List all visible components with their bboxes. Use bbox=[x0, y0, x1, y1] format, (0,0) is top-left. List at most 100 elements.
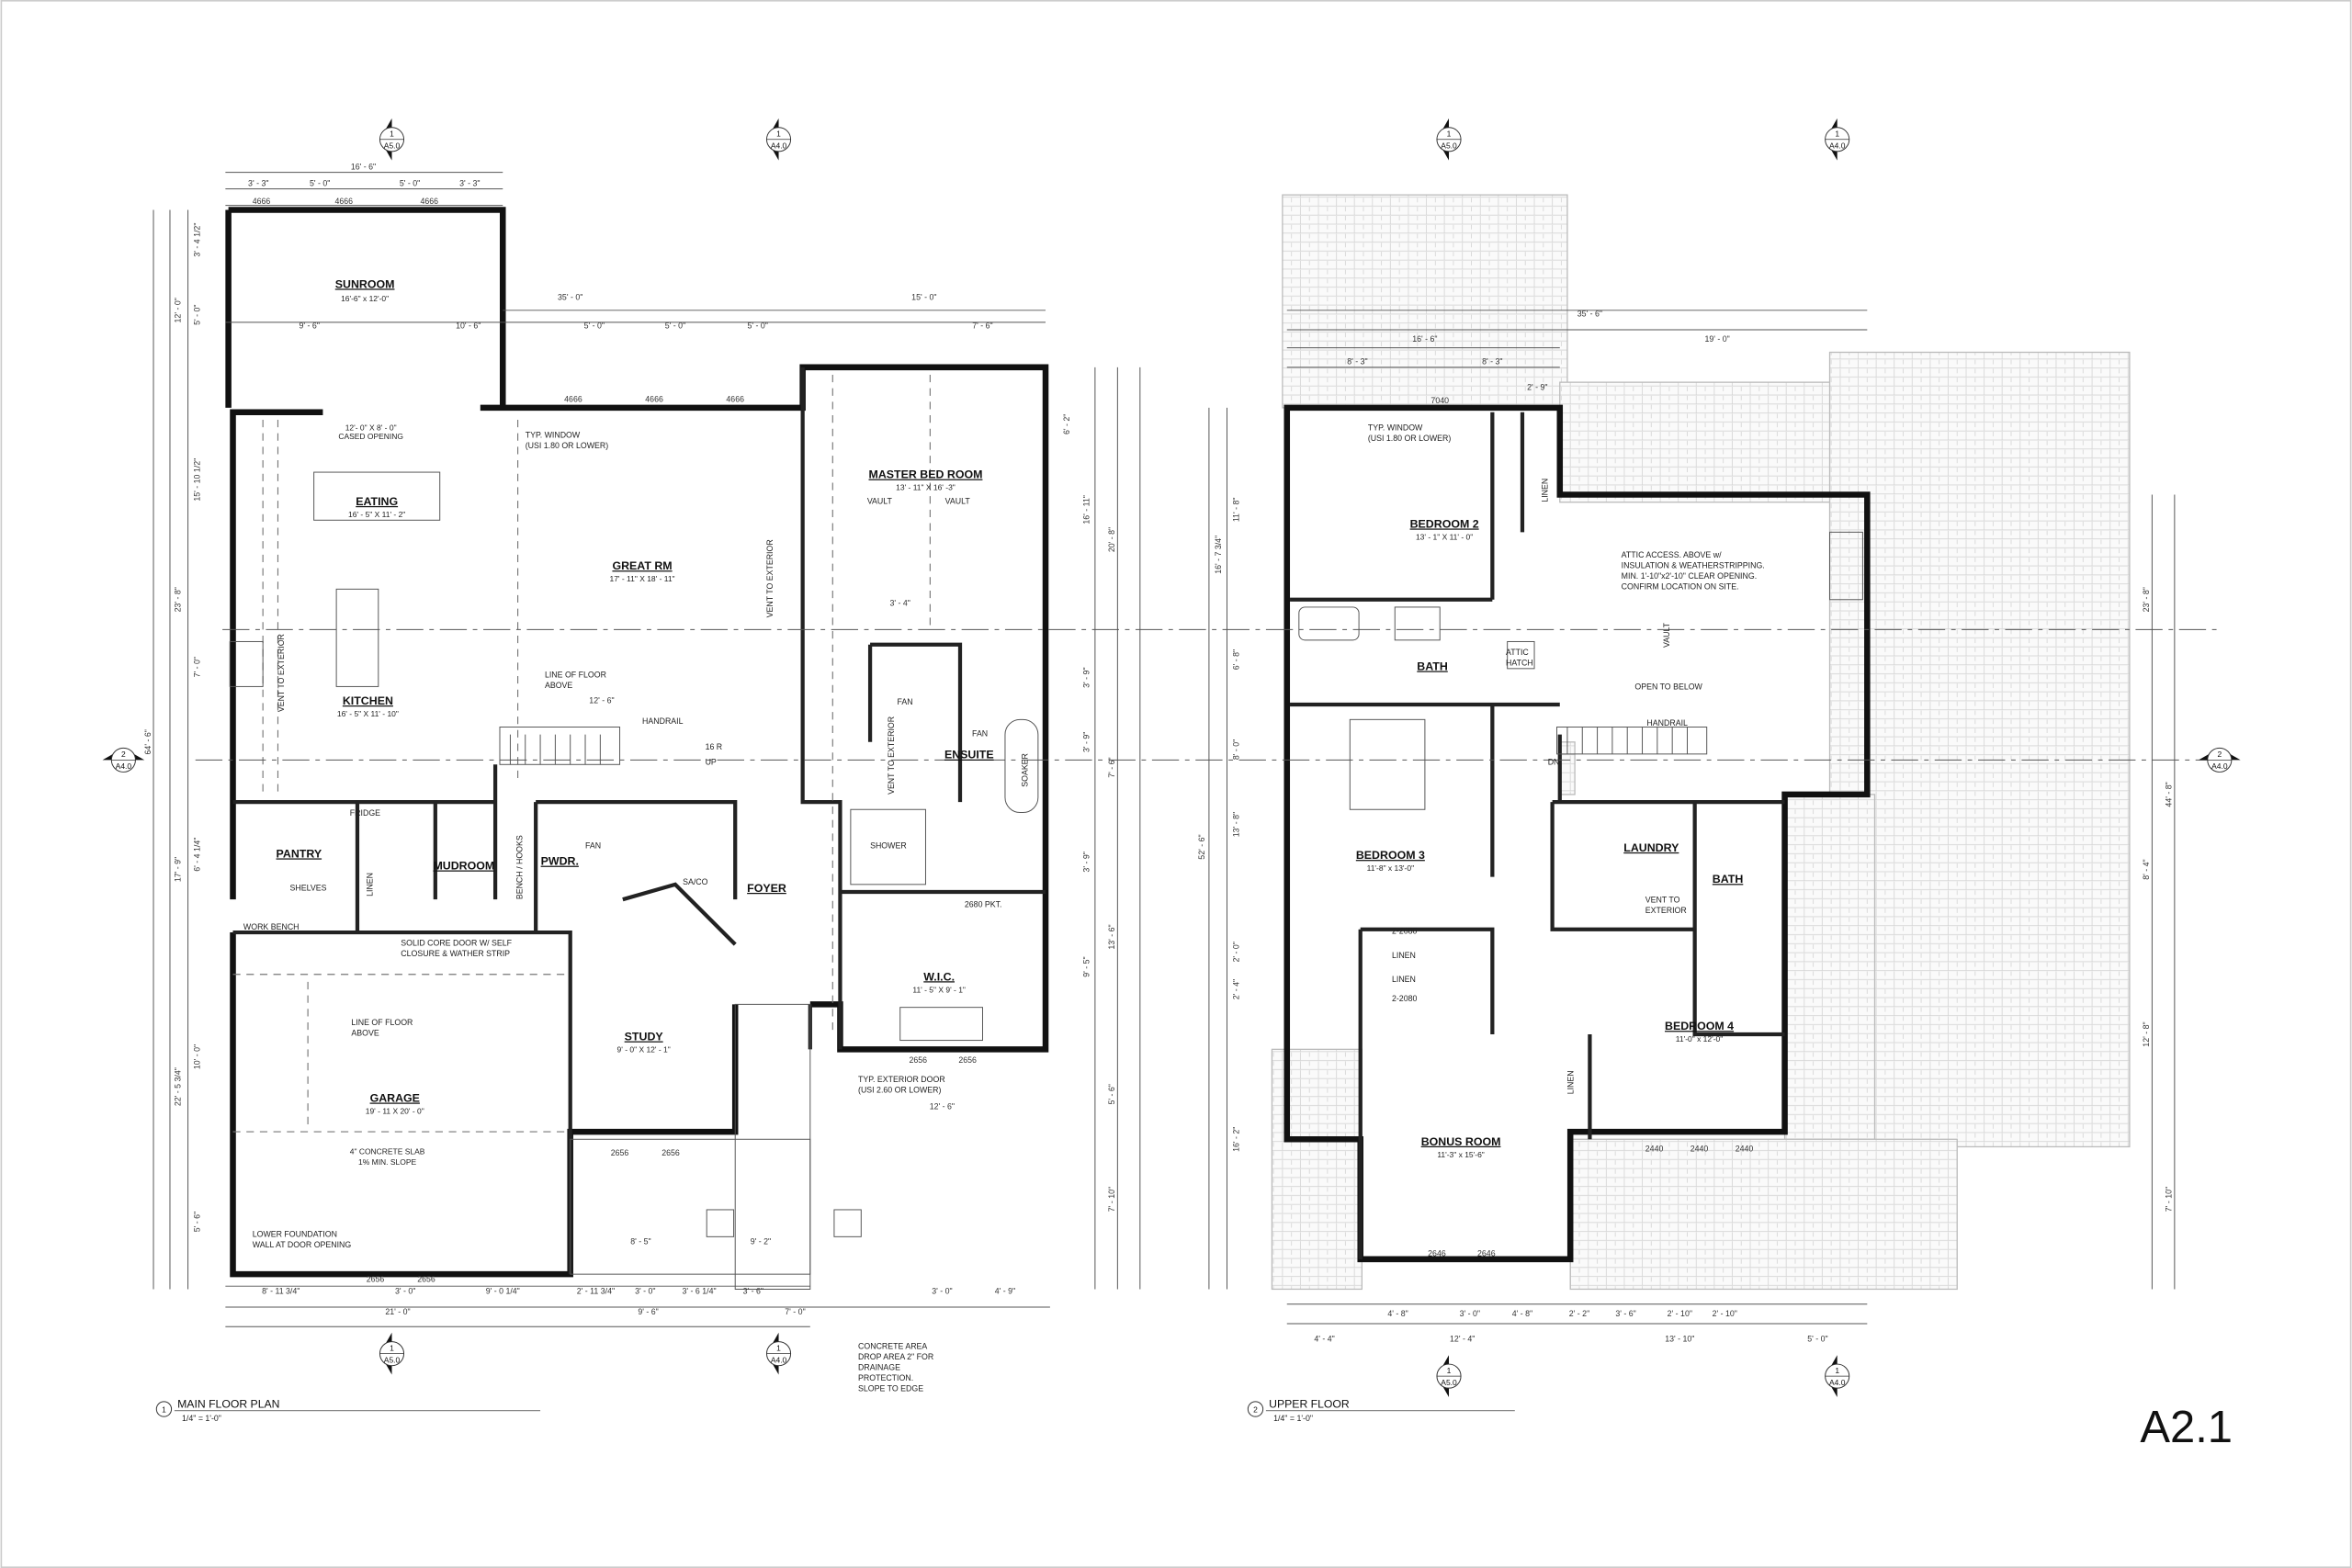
note: (USI 1.80 OR LOWER) bbox=[526, 441, 609, 450]
dimension: 16' - 6" bbox=[1412, 334, 1437, 344]
dimension: 3' - 9" bbox=[1081, 667, 1091, 687]
dimension: 5' - 0" bbox=[1807, 1335, 1827, 1344]
dimension: 2646 bbox=[1428, 1249, 1446, 1258]
note: LINEN bbox=[1392, 951, 1416, 960]
note: ATTIC ACCESS. ABOVE w/ bbox=[1622, 550, 1722, 559]
room-label-bath-2: BATH bbox=[1713, 873, 1744, 886]
sheet-number: A2.1 bbox=[2140, 1403, 2233, 1452]
section-marker: 1A5.0 bbox=[379, 118, 405, 161]
svg-text:2: 2 bbox=[121, 750, 126, 759]
note: HANDRAIL bbox=[642, 716, 684, 726]
dimension: 4666 bbox=[645, 394, 663, 403]
room-label-garage: GARAGE bbox=[370, 1091, 420, 1104]
dimension: 15' - 0" bbox=[911, 292, 936, 301]
room-label-laundry: LAUNDRY bbox=[1623, 841, 1679, 854]
dimension: 3' - 3" bbox=[459, 178, 480, 187]
svg-text:A5.0: A5.0 bbox=[1441, 1378, 1457, 1387]
dimension: 2' - 4" bbox=[1232, 979, 1241, 999]
dimension: 4' - 8" bbox=[1387, 1309, 1408, 1318]
drawing-title-upper: 2 UPPER FLOOR 1/4" = 1'-0" bbox=[1247, 1397, 1515, 1423]
room-label-pantry: PANTRY bbox=[277, 847, 322, 860]
dimension: 4666 bbox=[253, 197, 271, 206]
note: PROTECTION. bbox=[858, 1373, 913, 1382]
room-label-bonus-room: BONUS ROOM bbox=[1421, 1135, 1501, 1148]
upper-floor-walls bbox=[1283, 404, 1871, 1263]
dimension: 15' - 10 1/2" bbox=[193, 458, 202, 502]
dimension: 23' - 8" bbox=[2142, 587, 2151, 612]
note: WALL AT DOOR OPENING bbox=[253, 1240, 352, 1249]
note: DRAINAGE bbox=[858, 1363, 900, 1372]
room-size: 13' - 11" X 16' -3" bbox=[896, 483, 956, 492]
dimension: 11' - 8" bbox=[1232, 498, 1241, 523]
section-markers: 1A5.0 1A4.0 1A5.0 1A4.0 1A5.0 1A4.0 1A5.… bbox=[102, 118, 2241, 1397]
dimension: 10' - 0" bbox=[193, 1044, 202, 1069]
note: 16 R bbox=[706, 742, 723, 751]
note: (USI 2.60 OR LOWER) bbox=[858, 1086, 942, 1095]
dimension: 2656 bbox=[662, 1148, 680, 1157]
svg-text:A4.0: A4.0 bbox=[771, 141, 787, 151]
dimension: 44' - 8" bbox=[2165, 782, 2174, 807]
note: LINE OF FLOOR bbox=[545, 671, 606, 680]
dimension: 5' - 0" bbox=[747, 321, 767, 330]
note: CASED OPENING bbox=[338, 432, 403, 441]
dimension: 8' - 4" bbox=[2142, 859, 2151, 879]
dimension: 9' - 2" bbox=[751, 1237, 771, 1247]
main-floor-notes: 12'- 0" X 8' - 0" CASED OPENING TYP. WIN… bbox=[243, 423, 1030, 1393]
room-label-foyer: FOYER bbox=[747, 882, 786, 895]
note: CONFIRM LOCATION ON SITE. bbox=[1622, 581, 1739, 591]
dimension: 2440 bbox=[1690, 1144, 1709, 1153]
dimension-lines bbox=[153, 172, 2220, 1327]
note: CONCRETE AREA bbox=[858, 1342, 927, 1351]
svg-text:A4.0: A4.0 bbox=[2211, 761, 2228, 771]
note: VENT TO bbox=[1645, 895, 1680, 904]
note: DROP AREA 2" FOR bbox=[858, 1352, 933, 1361]
note: 2-2080 bbox=[1392, 994, 1417, 1003]
dimension: 7' - 0" bbox=[785, 1307, 805, 1316]
main-floor-walls bbox=[225, 207, 1049, 1290]
dimension: 2656 bbox=[417, 1274, 435, 1283]
dimension: 4666 bbox=[564, 394, 582, 403]
dimension: 5' - 6" bbox=[193, 1212, 202, 1232]
dimension: 16' - 11" bbox=[1081, 495, 1091, 525]
section-marker: 1A4.0 bbox=[1825, 1355, 1850, 1397]
dimension: 16' - 2" bbox=[1232, 1127, 1241, 1152]
dimension: 35' - 0" bbox=[558, 292, 582, 301]
upper-dimensions: 35' - 6" 16' - 6" 19' - 0" 8' - 3" 8' - … bbox=[1197, 309, 2174, 1343]
note: VENT TO EXTERIOR bbox=[765, 539, 775, 617]
note: VENT TO EXTERIOR bbox=[277, 634, 286, 712]
drawing-title-main: 1 MAIN FLOOR PLAN 1/4" = 1'-0" bbox=[155, 1397, 541, 1423]
dimension: 3' - 0" bbox=[932, 1286, 952, 1295]
note: VAULT bbox=[1662, 622, 1671, 648]
note: UP bbox=[706, 757, 717, 766]
dimension: 7040 bbox=[1430, 396, 1449, 405]
roof-areas bbox=[1271, 194, 2131, 1291]
note: LOWER FOUNDATION bbox=[253, 1229, 337, 1238]
dimension: 4' - 9" bbox=[995, 1286, 1015, 1295]
room-label-master-bedroom: MASTER BED ROOM bbox=[869, 468, 983, 481]
dimension: 8' - 11 3/4" bbox=[262, 1286, 300, 1295]
room-label-powder: PWDR. bbox=[541, 855, 579, 868]
section-marker: 1A4.0 bbox=[765, 1332, 792, 1375]
dimension: 12' - 6" bbox=[930, 1102, 955, 1111]
note: (USI 1.80 OR LOWER) bbox=[1368, 434, 1452, 443]
dimension: 3' - 9" bbox=[1081, 732, 1091, 752]
room-label-bath: BATH bbox=[1417, 660, 1448, 672]
note: SHELVES bbox=[290, 883, 327, 892]
svg-text:A5.0: A5.0 bbox=[384, 1355, 401, 1364]
note: HANDRAIL bbox=[1646, 718, 1688, 728]
section-marker: 1A5.0 bbox=[379, 1332, 405, 1375]
dimension: 21' - 0" bbox=[385, 1307, 410, 1316]
note: SHOWER bbox=[870, 841, 907, 851]
dimension: 2656 bbox=[958, 1055, 977, 1065]
dimension: 3' - 6" bbox=[1615, 1309, 1635, 1318]
svg-text:1: 1 bbox=[162, 1404, 166, 1414]
dimension: 8' - 0" bbox=[1232, 739, 1241, 760]
dimension: 7' - 6" bbox=[972, 321, 992, 330]
note: LINE OF FLOOR bbox=[351, 1018, 413, 1027]
dimension: 2656 bbox=[910, 1055, 928, 1065]
dimension: 8' - 5" bbox=[630, 1237, 650, 1247]
room-size: 11' - 5" X 9' - 1" bbox=[912, 985, 966, 994]
note: 12'- 0" X 8' - 0" bbox=[345, 423, 397, 432]
dimension: 6' - 8" bbox=[1232, 649, 1241, 670]
dimension: 17' - 9" bbox=[173, 857, 182, 882]
